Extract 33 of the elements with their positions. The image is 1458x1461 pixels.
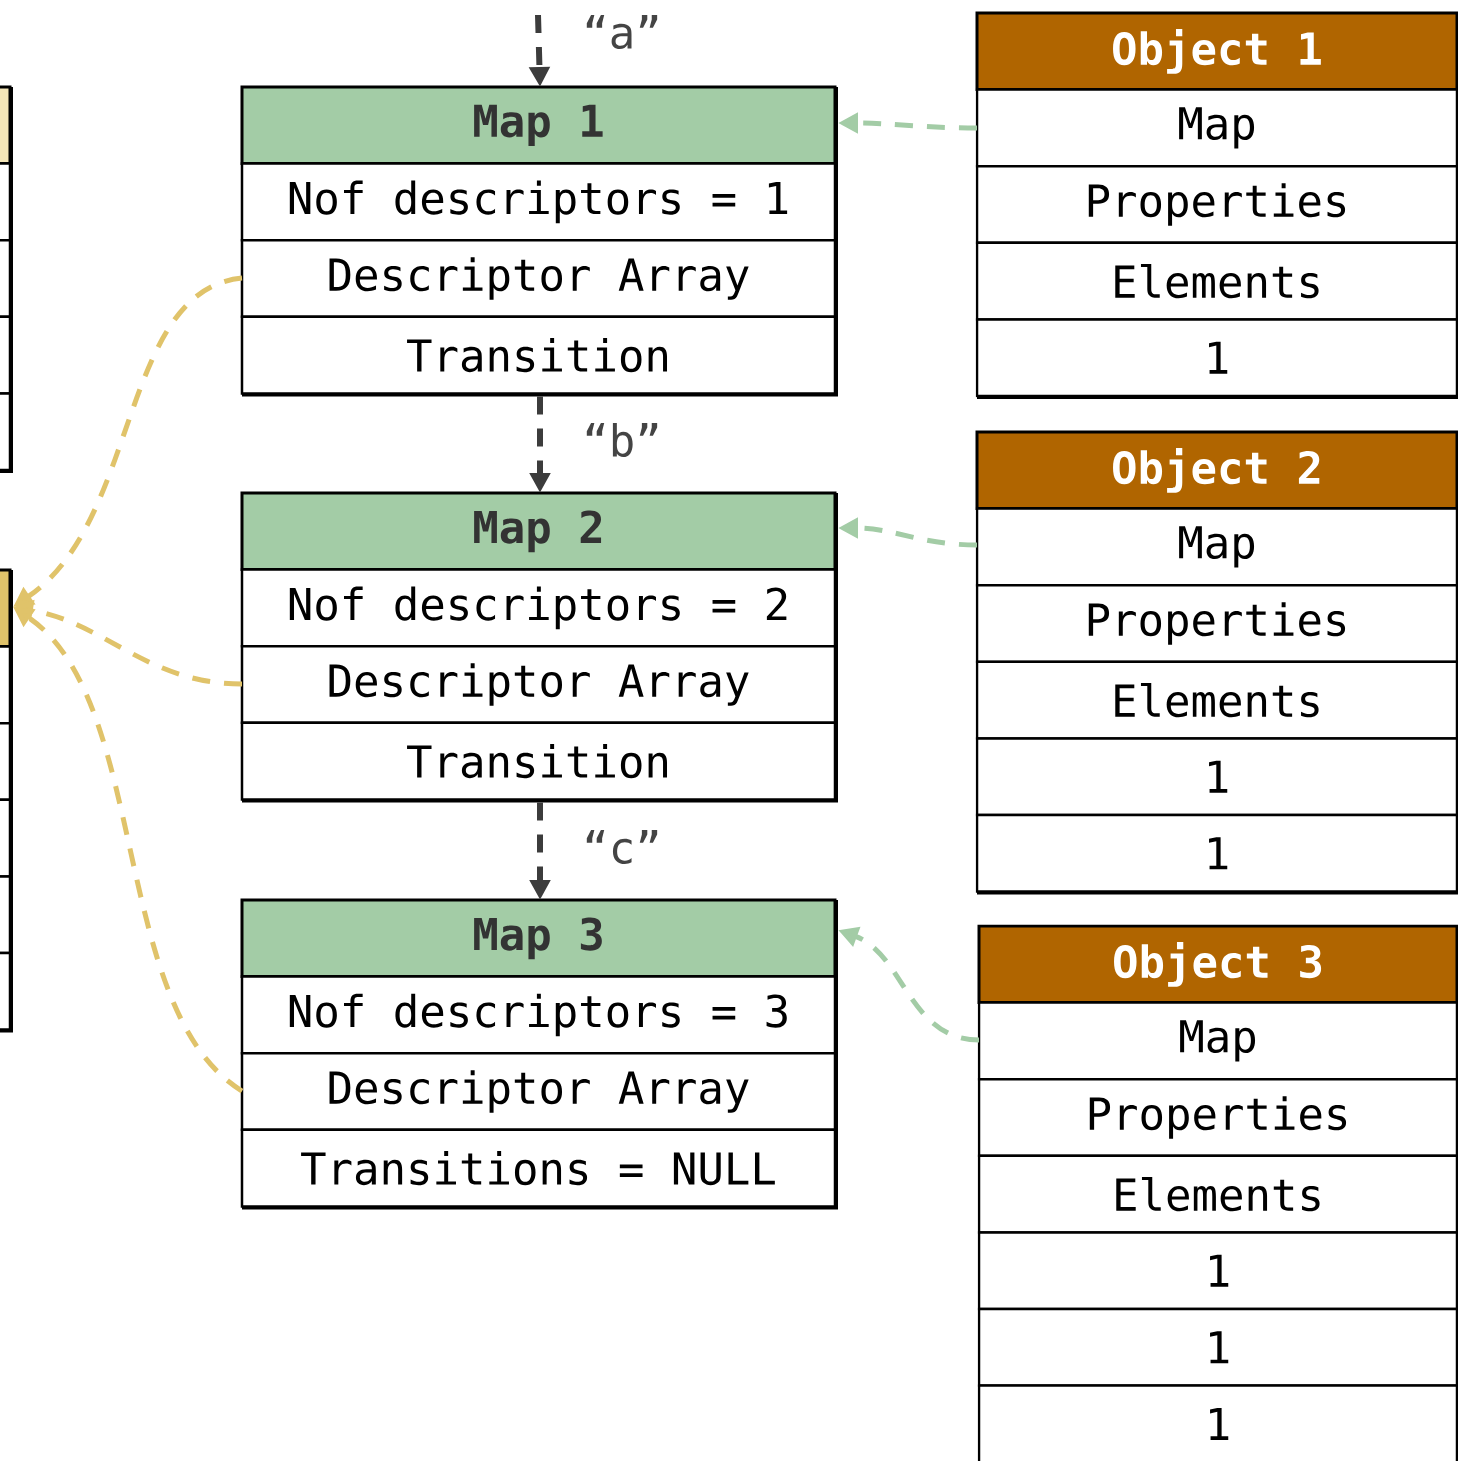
- table-cell: 1: [975, 813, 1458, 893]
- table-cell: Map: [975, 507, 1458, 587]
- header-cell: Object 3: [977, 924, 1458, 1005]
- table-cell: Elements: [977, 1154, 1458, 1234]
- table-cell: 1: [977, 1231, 1458, 1311]
- header-cell: Object 2: [975, 430, 1458, 511]
- edge-label: “b”: [586, 423, 658, 458]
- table-cell: 1: [977, 1384, 1458, 1461]
- table-cell: Descriptor Array: [240, 644, 837, 725]
- table-cell: Nof descriptors = 2: [240, 568, 837, 648]
- table-cell: 1: [975, 737, 1458, 817]
- table-cell: Nof descriptors = 1: [240, 162, 837, 242]
- table-cell: Transition: [240, 721, 837, 801]
- header-cell: Map 1: [240, 85, 837, 166]
- table-cell: Properties: [975, 164, 1458, 245]
- table-cell: Descriptor Array: [240, 1051, 837, 1132]
- header-cell: Map 3: [240, 898, 837, 979]
- edge-label: “a”: [586, 15, 658, 50]
- table-cell: Properties: [977, 1077, 1458, 1158]
- table-cell: 1: [975, 318, 1458, 398]
- table-cell: Transition: [240, 315, 837, 395]
- header-cell: Map 2: [240, 491, 837, 572]
- table-cell: Nof descriptors = 3: [240, 975, 837, 1055]
- table-cell: Descriptor Array: [240, 238, 837, 319]
- table-cell: 1: [977, 1307, 1458, 1387]
- table-cell: Elements: [975, 241, 1458, 321]
- table-cell: Transitions = NULL: [240, 1128, 837, 1208]
- header-cell: Object 1: [975, 11, 1458, 92]
- edge-label: “c”: [586, 830, 658, 865]
- table-cell: Properties: [975, 583, 1458, 664]
- table-cell: Map: [977, 1001, 1458, 1081]
- table-cell: Map: [975, 88, 1458, 168]
- table-cell: Elements: [975, 660, 1458, 740]
